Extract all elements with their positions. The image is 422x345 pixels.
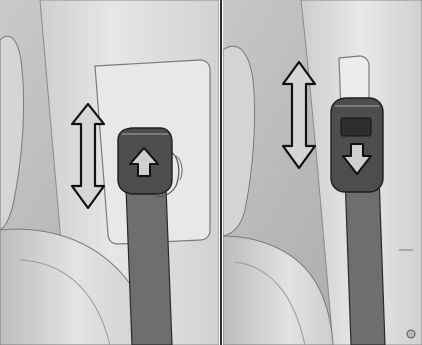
panel-lower-belt: [223, 0, 422, 345]
panel-raise-belt: [0, 0, 219, 345]
panel-raise-illustration: [0, 0, 219, 345]
panel-divider: [220, 0, 222, 345]
panel-lower-illustration: [223, 0, 422, 345]
seat-belt: [126, 188, 172, 345]
seat-belt: [345, 176, 385, 345]
adjuster-release-button[interactable]: [341, 118, 371, 136]
trim-fastener: [407, 330, 415, 338]
